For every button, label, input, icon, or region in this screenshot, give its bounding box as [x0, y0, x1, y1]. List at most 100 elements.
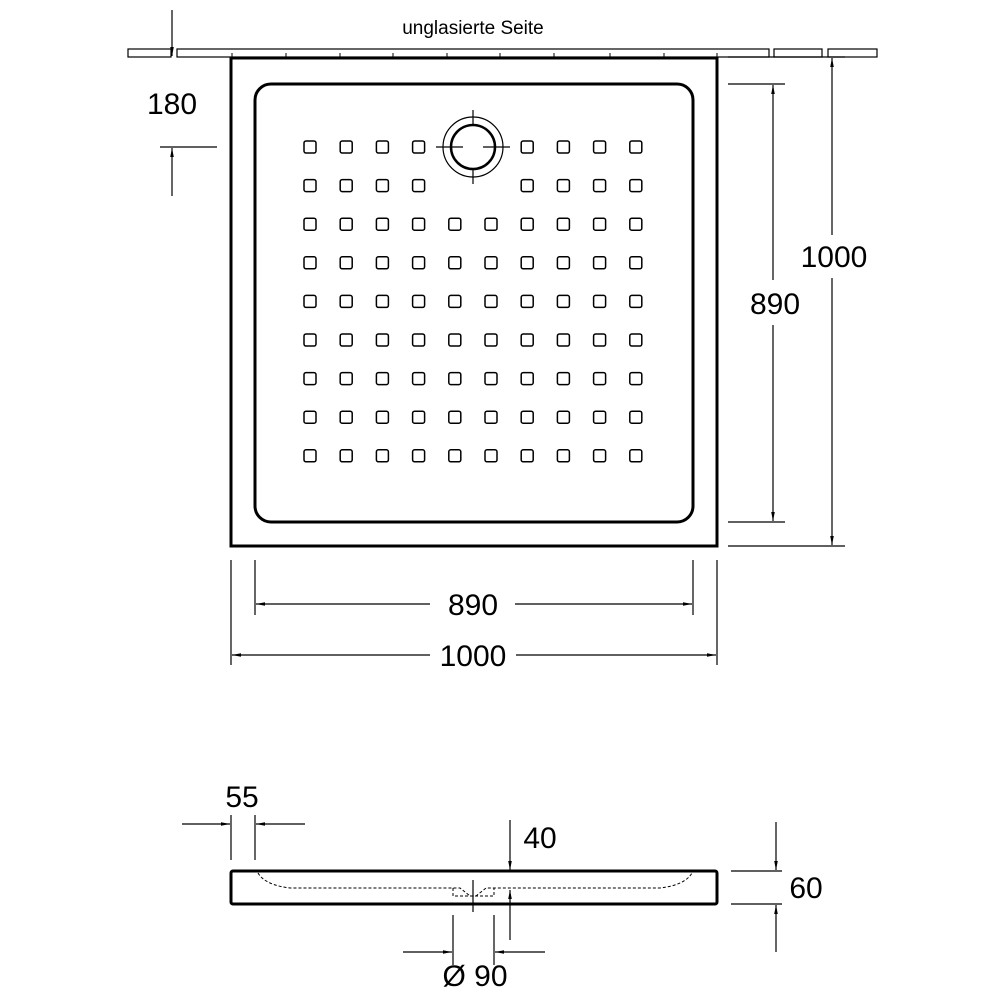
grid-square [375, 449, 390, 463]
grid-square [448, 410, 462, 424]
svg-text:40: 40 [523, 822, 556, 855]
grid-square [556, 410, 571, 424]
svg-text:60: 60 [789, 872, 822, 905]
grid-square [484, 256, 498, 270]
svg-text:1000: 1000 [440, 640, 507, 673]
grid-square [484, 217, 498, 231]
grid-square [556, 371, 571, 386]
grid-square [556, 333, 571, 347]
grid-square [592, 217, 607, 231]
tray-outline [229, 56, 719, 548]
tray-basin [253, 82, 695, 524]
dimension-inner-width: 890 [254, 560, 694, 622]
grid-square [484, 371, 498, 386]
unglazed-side-label: unglasierte Seite [402, 18, 544, 39]
grid-square [629, 333, 643, 347]
grid-square [520, 217, 534, 231]
grid-square [303, 294, 317, 309]
grid-square [303, 140, 317, 154]
grid-square [303, 217, 317, 231]
grid-square [448, 217, 462, 231]
grid-square [520, 449, 534, 463]
grid-square [520, 256, 534, 270]
grid-square [592, 178, 607, 193]
grid-square [411, 449, 426, 463]
grid-square [339, 410, 353, 424]
grid-square [411, 178, 426, 193]
dimension-60: 60 [731, 822, 823, 952]
grid-square [448, 371, 462, 386]
grid-square [448, 449, 462, 463]
grid-square [339, 256, 353, 270]
grid-square [629, 371, 643, 386]
grid-square [520, 333, 534, 347]
grid-square [629, 217, 643, 231]
grid-square [375, 333, 390, 347]
grid-square [339, 178, 353, 193]
grid-square [629, 140, 643, 154]
grid-square [448, 333, 462, 347]
grid-square [448, 294, 462, 309]
side-view [229, 869, 719, 912]
grid-square [484, 294, 498, 309]
grid-square [556, 449, 571, 463]
unglazed-edge-strip [127, 48, 878, 58]
grid-square [411, 140, 426, 154]
grid-square [339, 140, 353, 154]
dimension-inner-height: 890 [728, 83, 805, 523]
grid-square [484, 333, 498, 347]
grid-square [303, 449, 317, 463]
grid-square [556, 217, 571, 231]
anti-slip-grid [303, 140, 643, 463]
grid-square [339, 449, 353, 463]
grid-square [375, 371, 390, 386]
grid-square [303, 178, 317, 193]
dimension-outer-height: 1000 [728, 56, 868, 547]
grid-square [411, 256, 426, 270]
grid-square [303, 333, 317, 347]
grid-square [629, 294, 643, 309]
grid-square [339, 333, 353, 347]
grid-square [556, 178, 571, 193]
grid-square [629, 449, 643, 463]
grid-square [411, 371, 426, 386]
grid-square [339, 294, 353, 309]
grid-square [375, 178, 390, 193]
svg-text:55: 55 [225, 781, 258, 814]
grid-square [629, 256, 643, 270]
grid-square [592, 333, 607, 347]
grid-square [592, 140, 607, 154]
grid-square [592, 256, 607, 270]
grid-square [411, 294, 426, 309]
grid-square [520, 410, 534, 424]
svg-text:890: 890 [448, 589, 498, 622]
grid-square [629, 178, 643, 193]
svg-text:1000: 1000 [801, 241, 868, 274]
grid-square [375, 410, 390, 424]
grid-square [375, 294, 390, 309]
grid-square [484, 410, 498, 424]
dimension-outer-width: 1000 [230, 560, 718, 673]
drain-icon [436, 110, 510, 184]
grid-square [629, 410, 643, 424]
grid-square [303, 410, 317, 424]
grid-square [520, 140, 534, 154]
grid-square [303, 256, 317, 270]
dimension-55: 55 [182, 781, 305, 860]
grid-square [339, 217, 353, 231]
grid-square [411, 217, 426, 231]
grid-square [520, 294, 534, 309]
dimension-drain-diameter: Ø 90 [403, 915, 545, 993]
grid-square [520, 371, 534, 386]
dimension-180: 180 [147, 10, 217, 196]
grid-square [375, 140, 390, 154]
svg-text:890: 890 [750, 288, 800, 321]
grid-square [303, 371, 317, 386]
grid-square [411, 410, 426, 424]
grid-square [448, 256, 462, 270]
dimension-40: 40 [508, 820, 557, 940]
grid-square [375, 217, 390, 231]
grid-square [520, 178, 534, 193]
grid-square [411, 333, 426, 347]
